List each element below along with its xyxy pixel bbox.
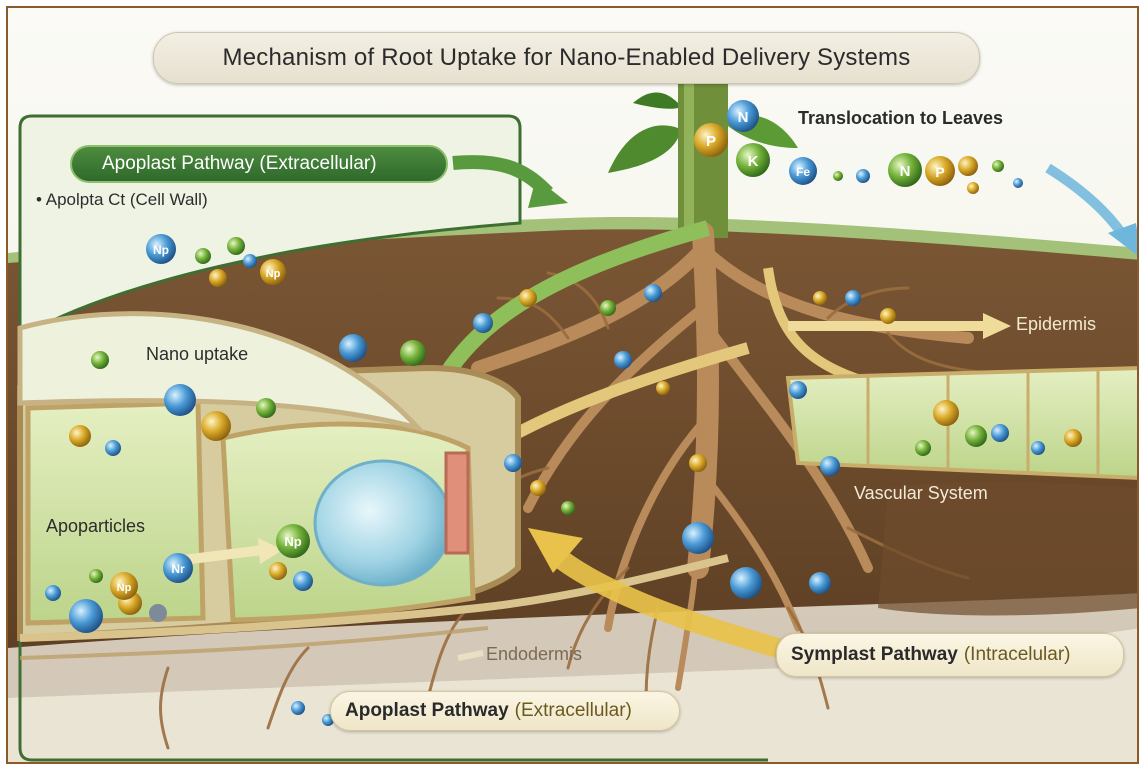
bullet-icon: • — [36, 190, 42, 209]
svg-text:Np: Np — [266, 268, 281, 280]
particle-np-apo: Np — [110, 572, 138, 600]
particle-n-top: N — [727, 100, 759, 132]
svg-text:Np: Np — [117, 582, 132, 594]
symplast-title: Symplast Pathway — [791, 644, 958, 666]
diagram-frame: Mechanism of Root Uptake for Nano-Enable… — [6, 6, 1139, 764]
particle-k-top: K — [736, 143, 770, 177]
svg-text:Fe: Fe — [796, 165, 810, 179]
svg-text:K: K — [748, 153, 759, 170]
particle-np-cell: Np — [276, 524, 310, 558]
symplast-pathway-pill: Symplast Pathway (Intracelular) — [776, 633, 1124, 677]
particle-p-right: P — [925, 156, 955, 186]
endodermis-label: Endodermis — [486, 644, 582, 665]
particle-np-left: Np — [146, 234, 176, 264]
particle-fe: Fe — [789, 157, 817, 185]
svg-text:Nr: Nr — [171, 562, 185, 576]
symplast-subtitle: (Intracelular) — [964, 644, 1071, 666]
particle-n-right: N — [888, 153, 922, 187]
apoplast-pathway-bottom-pill: Apoplast Pathway (Extracellular) — [330, 691, 680, 731]
apoplast-pathway-top-pill: Apoplast Pathway (Extracellular) — [70, 145, 448, 183]
particle-nr: Nr — [163, 553, 193, 583]
translocation-label: Translocation to Leaves — [798, 108, 1003, 129]
cell-wall-label: • Apolpta Ct (Cell Wall) — [36, 190, 208, 210]
svg-text:N: N — [738, 109, 749, 126]
svg-text:P: P — [706, 133, 716, 150]
vascular-system-label: Vascular System — [854, 483, 988, 504]
svg-text:Np: Np — [153, 243, 169, 257]
cell-wall-text: Apolpta Ct (Cell Wall) — [46, 190, 208, 209]
nano-uptake-label: Nano uptake — [146, 344, 248, 365]
svg-text:N: N — [900, 163, 911, 180]
apoplast-bottom-subtitle: (Extracellular) — [515, 700, 632, 722]
apoplast-bottom-title: Apoplast Pathway — [345, 700, 509, 722]
particle-np-gold: Np — [260, 259, 286, 285]
svg-text:Np: Np — [284, 534, 301, 549]
apoparticles-label: Apoparticles — [46, 516, 145, 537]
translocation-text: Translocation to Leaves — [798, 108, 1003, 129]
epidermis-label: Epidermis — [1016, 314, 1096, 335]
svg-text:P: P — [935, 164, 944, 180]
particle-p-top: P — [694, 123, 728, 157]
